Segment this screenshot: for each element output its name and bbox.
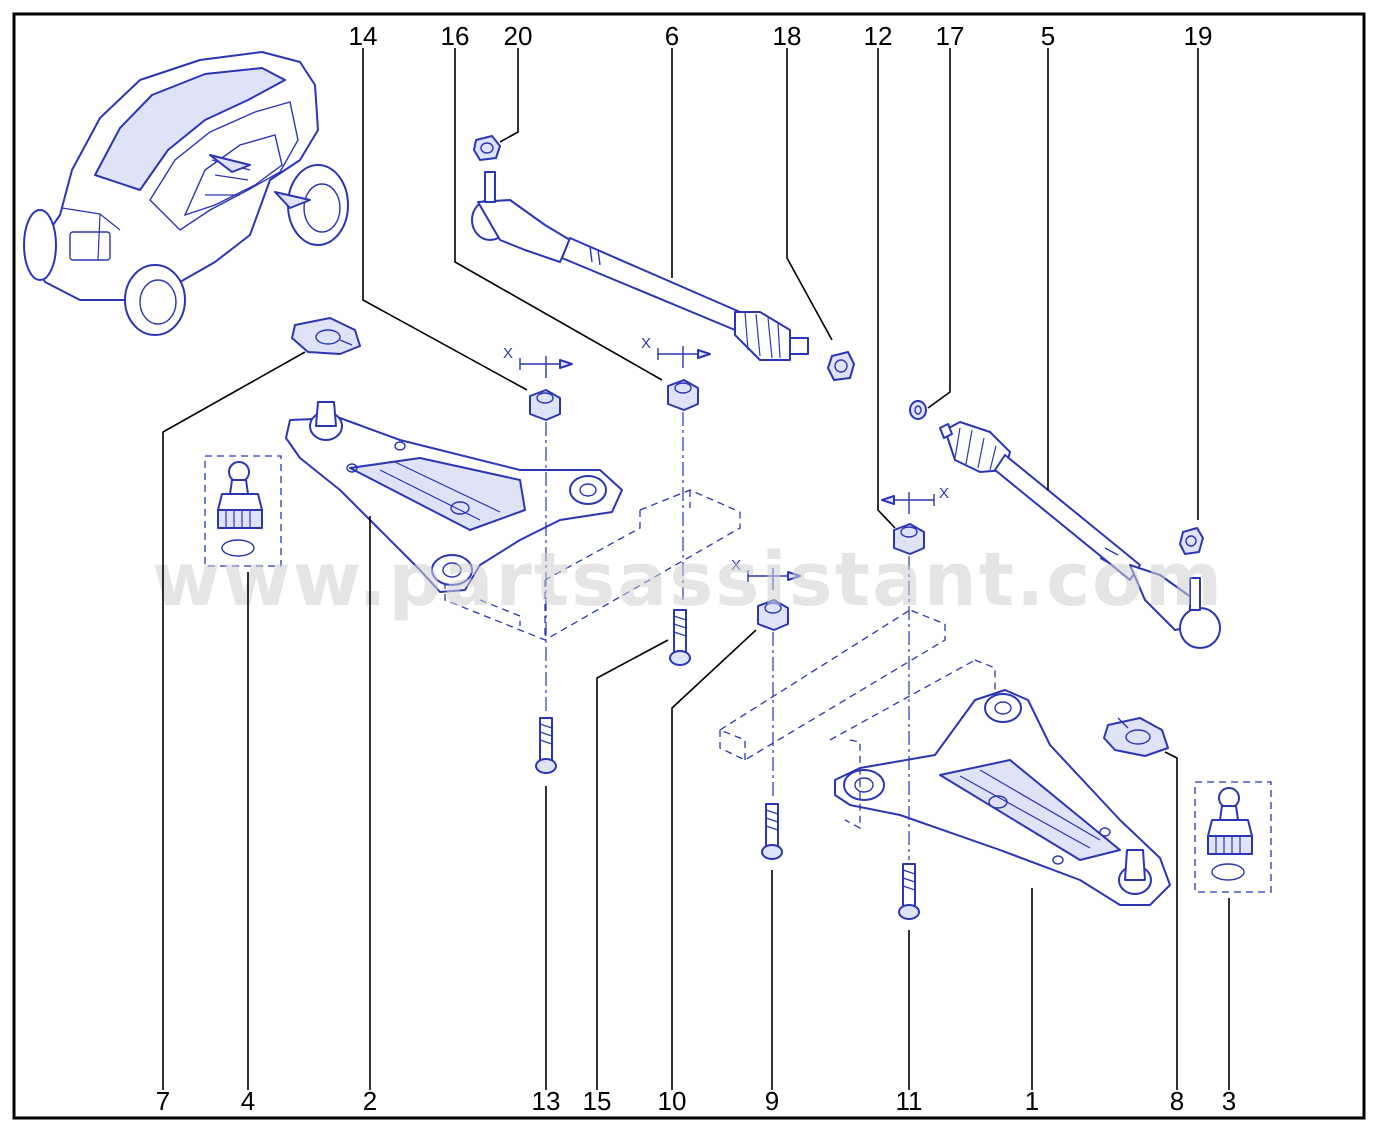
tightening-mark-16-label: X: [641, 335, 651, 352]
tie-rod-left: [471, 171, 809, 361]
callout-11: 11: [896, 1086, 923, 1116]
callout-7: 7: [156, 1086, 170, 1116]
nut-16: [667, 379, 699, 411]
callout-4: 4: [241, 1086, 255, 1116]
nut-20: [473, 135, 501, 161]
callout-leaders: [162, 48, 1230, 1090]
tightening-mark-10-label: X: [731, 557, 741, 574]
tightening-mark-14: X: [503, 345, 573, 378]
callout-18: 18: [773, 21, 802, 51]
tightening-mark-14-label: X: [503, 345, 513, 362]
bolt-13: [535, 717, 557, 774]
callout-10: 10: [658, 1086, 687, 1116]
callout-14: 14: [349, 21, 378, 51]
callout-13: 13: [532, 1086, 561, 1116]
callout-9: 9: [765, 1086, 779, 1116]
tightening-mark-12-label: X: [939, 485, 949, 502]
callout-15: 15: [583, 1086, 612, 1116]
right-subframe-bracket: [719, 609, 996, 830]
vehicle-thumbnail: [23, 51, 349, 336]
tightening-mark-12: X: [881, 485, 949, 514]
callout-1: 1: [1025, 1086, 1039, 1116]
callout-16: 16: [441, 21, 470, 51]
callout-12: 12: [864, 21, 893, 51]
nut-10: [757, 599, 789, 631]
nut-19: [1179, 527, 1204, 555]
ball-joint-3: [1194, 781, 1272, 893]
shim-8: [1103, 717, 1169, 757]
assembly-axes: [545, 412, 910, 860]
watermark-text: www.partsassistant.com: [152, 537, 1224, 623]
tightening-mark-10: X: [731, 557, 801, 590]
nut-14: [529, 389, 561, 421]
bolt-11: [898, 863, 920, 920]
nut-12: [893, 523, 925, 555]
wishbone-right: [834, 689, 1171, 906]
left-subframe-bracket: [444, 489, 741, 641]
callout-2: 2: [363, 1086, 377, 1116]
callout-17: 17: [936, 21, 965, 51]
callout-5: 5: [1041, 21, 1055, 51]
wishbone-left: [285, 401, 623, 593]
callout-19: 19: [1184, 21, 1213, 51]
callout-6: 6: [665, 21, 679, 51]
bolt-15: [669, 609, 691, 666]
nut-18: [827, 351, 855, 381]
shim-7: [291, 317, 361, 355]
tie-rod-right: [939, 421, 1221, 649]
callout-8: 8: [1170, 1086, 1184, 1116]
callout-3: 3: [1222, 1086, 1236, 1116]
tightening-mark-16: X: [641, 335, 711, 368]
bolt-9: [761, 803, 783, 860]
ball-joint-4: [204, 455, 282, 567]
washer-17: [909, 400, 927, 420]
callout-20: 20: [504, 21, 533, 51]
